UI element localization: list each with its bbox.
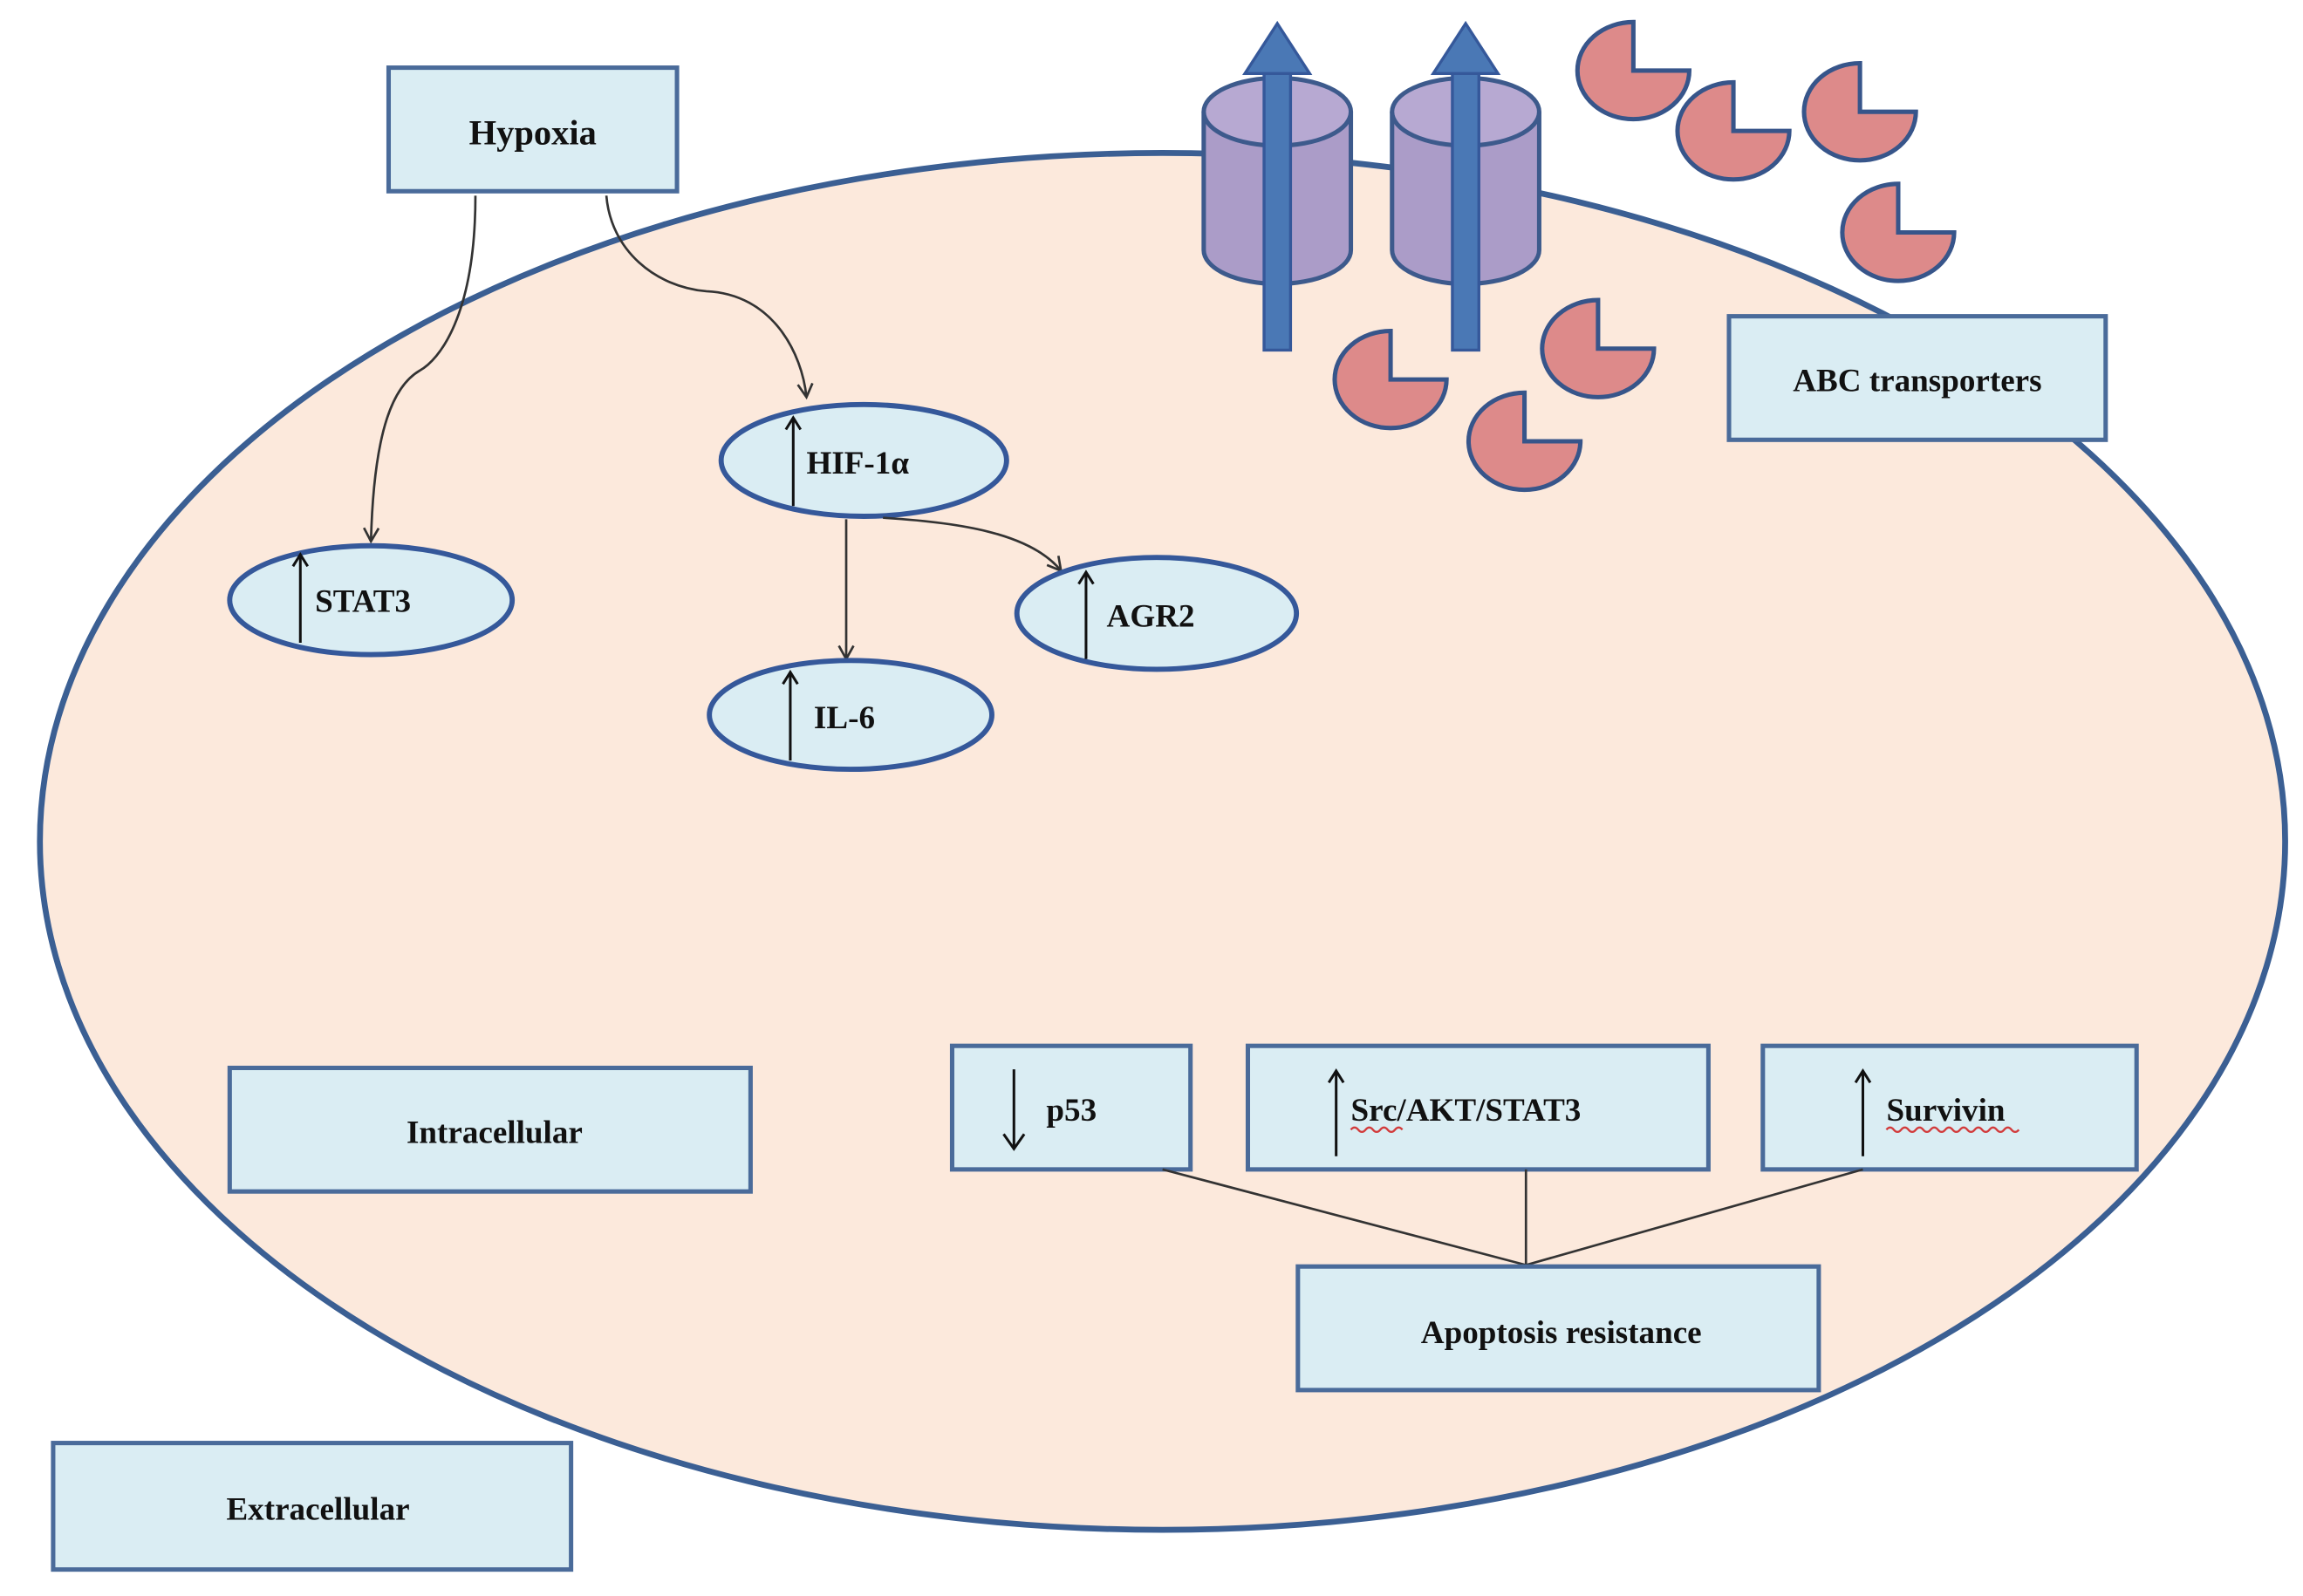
spellcheck-underline [1885, 1126, 2020, 1134]
edge-p53-apoptosis [1162, 1168, 1527, 1266]
p53-box: p53 [949, 1043, 1193, 1172]
src-akt-stat3-box: Src/AKT/STAT3 [1245, 1043, 1711, 1172]
transporter-right [1390, 20, 1541, 352]
hypoxia-box: Hypoxia [386, 65, 680, 194]
il6-label: IL-6 [814, 700, 875, 736]
pacman-drug-icon [1675, 79, 1792, 182]
hif1a-label: HIF-1α [806, 446, 909, 481]
up-arrow-icon [1430, 20, 1501, 352]
abc-transporters-label: ABC transporters [1793, 364, 2041, 399]
pacman-drug-icon [1332, 328, 1449, 431]
stat3-label: STAT3 [315, 584, 411, 620]
edge-hypoxia-hif1a [605, 195, 814, 400]
src-akt-stat3-label: Src/AKT/STAT3 [1351, 1093, 1582, 1129]
up-arrow-icon [1242, 20, 1313, 352]
abc-transporters-box: ABC transporters [1726, 314, 2108, 442]
pacman-drug-icon [1575, 19, 1692, 122]
hypoxia-label: Hypoxia [469, 113, 597, 152]
apoptosis-resistance-box: Apoptosis resistance [1295, 1264, 1821, 1393]
extracellular-label: Extracellular [226, 1491, 409, 1527]
spellcheck-underline [1350, 1126, 1404, 1134]
edge-hif1a-agr2 [883, 516, 1063, 573]
pacman-drug-icon [1801, 60, 1918, 163]
hif1a-node: HIF-1α [718, 401, 1009, 519]
drug-molecules [1332, 19, 1957, 493]
pacman-drug-icon [1540, 297, 1657, 399]
pacman-drug-icon [1840, 181, 1957, 283]
edge-hypoxia-stat3 [363, 195, 477, 544]
intracellular-box: Intracellular [227, 1065, 753, 1194]
survivin-box: Survivin [1760, 1043, 2139, 1172]
stat3-node: STAT3 [227, 542, 516, 658]
apoptosis-resistance-label: Apoptosis resistance [1421, 1315, 1702, 1351]
p53-label: p53 [1046, 1093, 1097, 1129]
intracellular-label: Intracellular [407, 1115, 583, 1151]
survivin-label: Survivin [1886, 1093, 2005, 1129]
agr2-label: AGR2 [1107, 599, 1195, 635]
extracellular-box: Extracellular [51, 1441, 574, 1572]
transporter-left [1201, 20, 1354, 352]
il6-node: IL-6 [707, 658, 994, 773]
agr2-node: AGR2 [1014, 555, 1300, 672]
edge-survivin-apoptosis [1525, 1168, 1863, 1266]
pacman-drug-icon [1466, 390, 1583, 493]
